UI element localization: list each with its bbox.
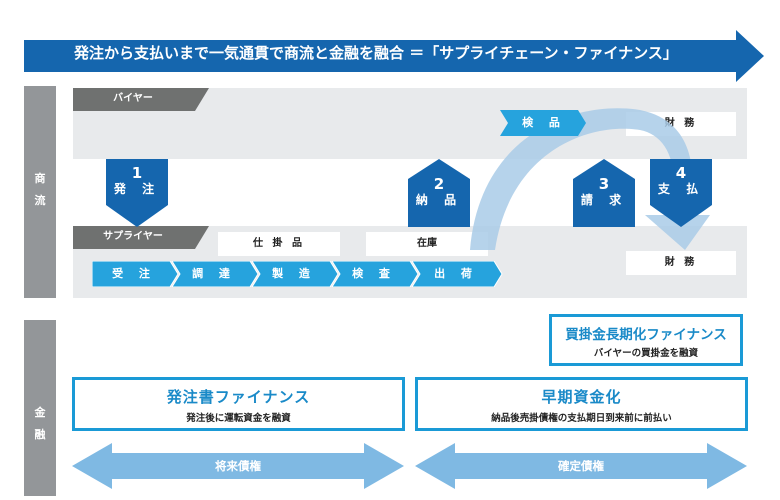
flow-4-label: 支 払 — [657, 182, 705, 196]
step-shape-2 — [171, 261, 259, 287]
supplier-finance-box: 財 務 — [626, 251, 736, 275]
supplier-steps-shapes — [92, 261, 503, 287]
sidebar-commerce-char2: 流 — [34, 194, 46, 207]
early-payment-box: 早期資金化 納品後売掛債権の支払期日到来前に前払い — [415, 377, 748, 431]
sidebar-commerce-char1: 商 — [34, 172, 46, 185]
buyer-inspection-step: 検 品 — [522, 116, 566, 129]
sidebar-finance-char1: 金 — [34, 406, 46, 419]
flow-2-number: 2 — [433, 175, 445, 193]
payables-extension-subtitle: バイヤーの買掛金を融資 — [593, 348, 699, 359]
wip-box: 仕 掛 品 — [218, 232, 340, 256]
payables-extension-title: 買掛金長期化ファイナンス — [565, 327, 727, 343]
supplier-tag: サプライヤー — [103, 231, 163, 242]
future-receivables-label: 将来債権 — [215, 459, 261, 473]
flow-3-number: 3 — [598, 175, 610, 193]
early-payment-subtitle: 納品後売掛債権の支払期日到来前に前払い — [491, 413, 672, 424]
supplier-tag-shape — [73, 226, 209, 249]
step-shape-4 — [331, 261, 419, 287]
flow-step-4: 4 支 払 — [650, 165, 712, 197]
flow-2-label: 納 品 — [415, 193, 463, 207]
step-shape-3 — [251, 261, 339, 287]
flow-4-shape — [650, 159, 712, 227]
banner-title: 発注から支払いまで一気通貫で商流と金融を融合 ＝「サプライチェーン・ファイナンス… — [74, 44, 678, 62]
flow-step-3: 3 請 求 — [573, 176, 635, 208]
flow-1-label: 発 注 — [113, 182, 161, 196]
delivery-payment-arc — [470, 108, 710, 250]
payables-extension-box: 買掛金長期化ファイナンス バイヤーの買掛金を融資 — [549, 314, 743, 366]
confirmed-receivables-arrow — [415, 443, 747, 489]
step-inspection: 検 査 — [352, 267, 396, 280]
early-payment-title: 早期資金化 — [541, 388, 622, 406]
flow-3-label: 請 求 — [580, 193, 628, 207]
flow-step-1: 1 発 注 — [106, 165, 168, 197]
step-manufacturing: 製 造 — [272, 267, 316, 280]
flow-2-shape — [408, 159, 470, 227]
inventory-box: 在庫 — [366, 232, 488, 256]
confirmed-receivables-label: 確定債権 — [558, 459, 604, 473]
flow-3-shape — [573, 159, 635, 227]
future-receivables-arrow — [72, 443, 404, 489]
inspection-step-shape — [500, 110, 586, 136]
step-shipping: 出 荷 — [434, 267, 478, 280]
flow-1-number: 1 — [131, 164, 143, 182]
step-shape-5 — [411, 261, 503, 287]
title-banner: 発注から支払いまで一気通貫で商流と金融を融合 ＝「サプライチェーン・ファイナンス… — [24, 30, 764, 82]
po-finance-title: 発注書ファイナンス — [166, 388, 311, 406]
step-order-receipt: 受 注 — [112, 267, 156, 280]
buyer-tag-shape — [73, 88, 209, 111]
buyer-tag: バイヤー — [113, 93, 153, 104]
step-procurement: 調 達 — [192, 267, 236, 280]
flow-step-2: 2 納 品 — [408, 176, 470, 208]
sidebar-commerce: 商 流 — [24, 86, 56, 298]
step-shape-1 — [92, 261, 179, 287]
flow-4-number: 4 — [675, 164, 687, 182]
flow-1-shape — [106, 159, 168, 227]
banner-arrow-shape — [24, 30, 764, 82]
sidebar-finance: 金 融 — [24, 320, 56, 496]
sidebar-finance-char2: 融 — [34, 428, 46, 441]
po-finance-box: 発注書ファイナンス 発注後に運転資金を融資 — [72, 377, 405, 431]
po-finance-subtitle: 発注後に運転資金を融資 — [186, 413, 291, 424]
